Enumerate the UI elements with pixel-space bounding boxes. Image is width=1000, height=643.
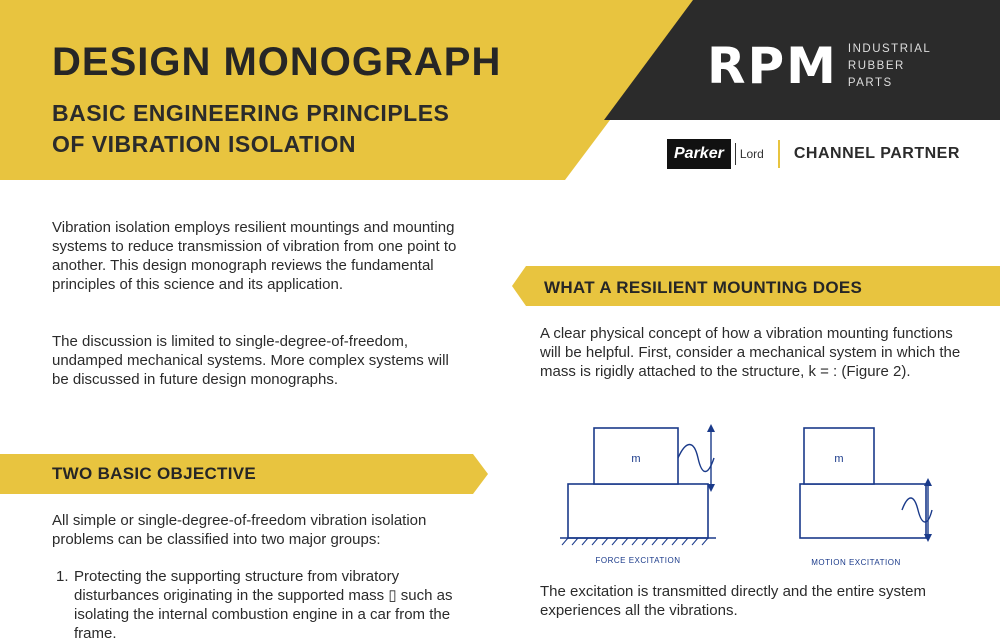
partner-divider <box>777 140 780 168</box>
excitation-figure: m FORCE EXCITATION m MOTION EXCITATION <box>560 424 933 567</box>
right-mass-block <box>803 427 875 485</box>
scope-paragraph: The discussion is limited to single-degr… <box>52 333 449 388</box>
partner-label: CHANNEL PARTNER <box>793 145 960 162</box>
objective-list: 1. Protecting the supporting structure f… <box>56 567 476 643</box>
left-structure-block <box>567 483 709 539</box>
channel-partner: Parker Lord CHANNEL PARTNER <box>667 138 960 170</box>
logo-letters: RPM <box>707 37 838 95</box>
left-wave <box>677 443 715 473</box>
page-title: DESIGN MONOGRAPH <box>52 40 502 84</box>
right-caption: MOTION EXCITATION <box>811 558 901 567</box>
resilient-paragraph-1: A clear physical concept of how a vibrat… <box>540 325 961 380</box>
left-mass-label: m <box>631 453 640 465</box>
logo-tag-line: RUBBER <box>847 59 905 72</box>
section-band-objective: TWO BASIC OBJECTIVE <box>0 454 488 494</box>
logo-tag-line: PARTS <box>847 76 893 89</box>
section-heading-resilient: WHAT A RESILIENT MOUNTING DOES <box>544 278 863 297</box>
logo-tagline: INDUSTRIAL RUBBER PARTS <box>848 41 931 92</box>
list-item-number: 1. <box>56 568 69 585</box>
section-heading-objective: TWO BASIC OBJECTIVE <box>52 464 257 483</box>
resilient-paragraph-2: The excitation is transmitted directly a… <box>540 583 927 619</box>
header-background <box>0 0 1000 180</box>
intro-paragraph: Vibration isolation employs resilient mo… <box>52 219 457 293</box>
right-mass-label: m <box>834 453 843 465</box>
subtitle-line-1: BASIC ENGINEERING PRINCIPLES <box>52 100 450 126</box>
right-structure-block <box>799 483 927 539</box>
left-caption: FORCE EXCITATION <box>595 556 680 565</box>
section-band-resilient: WHAT A RESILIENT MOUNTING DOES <box>512 266 1000 306</box>
list-item: 1. Protecting the supporting structure f… <box>56 567 476 643</box>
list-item-text: Protecting the supporting structure from… <box>74 568 453 642</box>
left-mass-block <box>593 427 679 485</box>
lord-logo: Lord <box>734 143 764 165</box>
rpm-logo: RPM INDUSTRIAL RUBBER PARTS <box>707 40 931 92</box>
objective-intro: All simple or single-degree-of-freedom v… <box>52 512 427 548</box>
logo-tag-line: INDUSTRIAL <box>847 42 932 55</box>
subtitle-line-2: OF VIBRATION ISOLATION <box>52 131 357 157</box>
page-subtitle: BASIC ENGINEERING PRINCIPLES OF VIBRATIO… <box>52 98 572 160</box>
ground-hatch <box>561 537 709 546</box>
parker-logo: Parker <box>667 139 731 169</box>
header-dark-band <box>604 0 1000 120</box>
header-yellow-band <box>0 0 700 180</box>
